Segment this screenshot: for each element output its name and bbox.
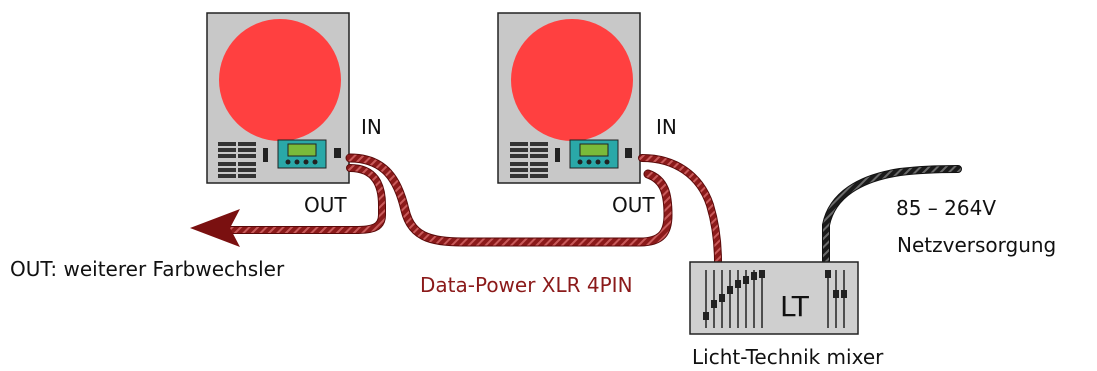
- in-label-2: IN: [656, 115, 677, 139]
- fader-icon: [705, 270, 845, 328]
- display-panel-icon: [569, 139, 619, 169]
- led-icon: [334, 148, 341, 158]
- out-caption: OUT: weiterer Farbwechsler: [10, 257, 285, 281]
- vent-grille-icon: [218, 142, 256, 178]
- lens-icon: [511, 19, 633, 141]
- led-icon: [625, 148, 632, 158]
- switch-icon: [263, 148, 268, 162]
- power-supply-label: Netzversorgung: [897, 233, 1057, 257]
- arrow-left-icon: [190, 209, 240, 247]
- out-label-2: OUT: [612, 193, 655, 217]
- lighting-mixer: [689, 261, 859, 335]
- out-label-1: OUT: [304, 193, 347, 217]
- color-changer-1: [206, 12, 350, 184]
- vent-grille-icon: [510, 142, 548, 178]
- mixer-text: LT: [780, 290, 809, 323]
- display-panel-icon: [277, 139, 327, 169]
- out-cable: [190, 164, 386, 247]
- cable-caption: Data-Power XLR 4PIN: [420, 273, 633, 297]
- mixer-caption: Licht-Technik mixer: [692, 345, 884, 369]
- power-cable: [822, 165, 962, 266]
- voltage-label: 85 – 264V: [896, 196, 997, 220]
- in-label-1: IN: [361, 115, 382, 139]
- link-cable: [345, 153, 673, 247]
- color-changer-2: [497, 12, 641, 184]
- mixer-cable: [638, 154, 722, 266]
- lens-icon: [219, 19, 341, 141]
- switch-icon: [555, 148, 560, 162]
